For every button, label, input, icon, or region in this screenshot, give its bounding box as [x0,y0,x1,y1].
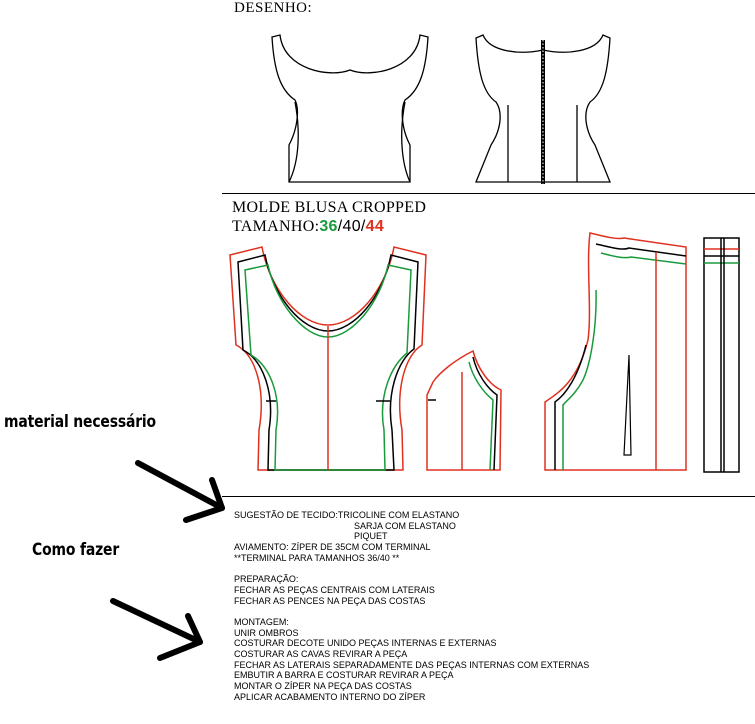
arrow-material [135,460,225,523]
mold-size-line: TAMANHO:36/40/44 [232,218,384,236]
montagem-step: UNIR OMBROS [234,627,299,638]
divider-top [222,193,755,194]
montagem-step: COSTURAR DECOTE UNIDO PEÇAS INTERNAS E E… [234,638,497,649]
montagem-step: APLICAR ACABAMENTO INTERNO DO ZÍPER [234,691,426,702]
side-pattern-piece [426,349,502,471]
aviamento-line: AVIAMENTO: ZÍPER DE 35CM COM TERMINAL [234,542,431,553]
size-separator: / [360,218,366,235]
back-outline-40 [554,243,687,470]
front-outline-36 [244,264,412,471]
front-flat-sketch [271,34,429,183]
back-outline-36 [562,252,687,470]
preparacao-step: FECHAR AS PENCES NA PEÇA DAS COSTAS [234,595,426,606]
montagem-step: EMBUTIR A BARRA E COSTURAR REVIRAR A PEÇ… [234,670,454,681]
montagem-step: COSTURAR AS CAVAS REVIRAR A PEÇA [234,648,408,659]
montagem-title: MONTAGEM: [234,616,289,627]
size-separator: / [337,218,343,235]
material-necessario-label: material necessário [4,412,156,432]
section-title-desenho: DESENHO: [234,0,313,16]
waistband-pattern-piece [703,237,740,473]
front-pattern-piece [229,246,427,471]
fabric-line: SUGESTÃO DE TECIDO:TRICOLINE COM ELASTAN… [234,510,589,521]
divider-bottom [222,496,755,497]
size-44: 44 [365,218,385,235]
size-40: 40 [342,218,361,235]
fabric-option: SARJA COM ELASTANO [354,520,456,531]
fabric-option: PIQUET [354,531,388,542]
side-outline-36 [468,361,494,471]
terminal-note: **TERMINAL PARA TAMANHOS 36/40 ** [234,552,400,563]
preparacao-step: FECHAR AS PEÇAS CENTRAIS COM LATERAIS [234,584,435,595]
mold-title: MOLDE BLUSA CROPPED [232,199,427,216]
back-pattern-piece [544,232,687,471]
size-label: TAMANHO: [232,218,320,235]
side-outline-44 [426,349,502,471]
front-outline-40 [237,254,419,471]
back-dart [623,354,632,456]
size-36: 36 [319,218,338,235]
side-outline-40 [472,356,498,471]
fabric-option: TRICOLINE COM ELASTANO [337,510,460,520]
montagem-step: FECHAR AS LATERAIS SEPARADAMENTE DAS PEÇ… [234,659,590,670]
fabric-label: SUGESTÃO DE TECIDO: [234,510,338,520]
como-fazer-label: Como fazer [32,540,120,560]
montagem-step: MONTAR O ZÍPER NA PEÇA DAS COSTAS [234,681,412,691]
arrow-como-fazer [110,598,203,661]
preparacao-title: PREPARAÇÃO: [234,574,299,585]
front-outline-44 [229,246,427,471]
instructions-block: SUGESTÃO DE TECIDO:TRICOLINE COM ELASTAN… [234,510,589,702]
back-outline-44 [544,232,687,471]
